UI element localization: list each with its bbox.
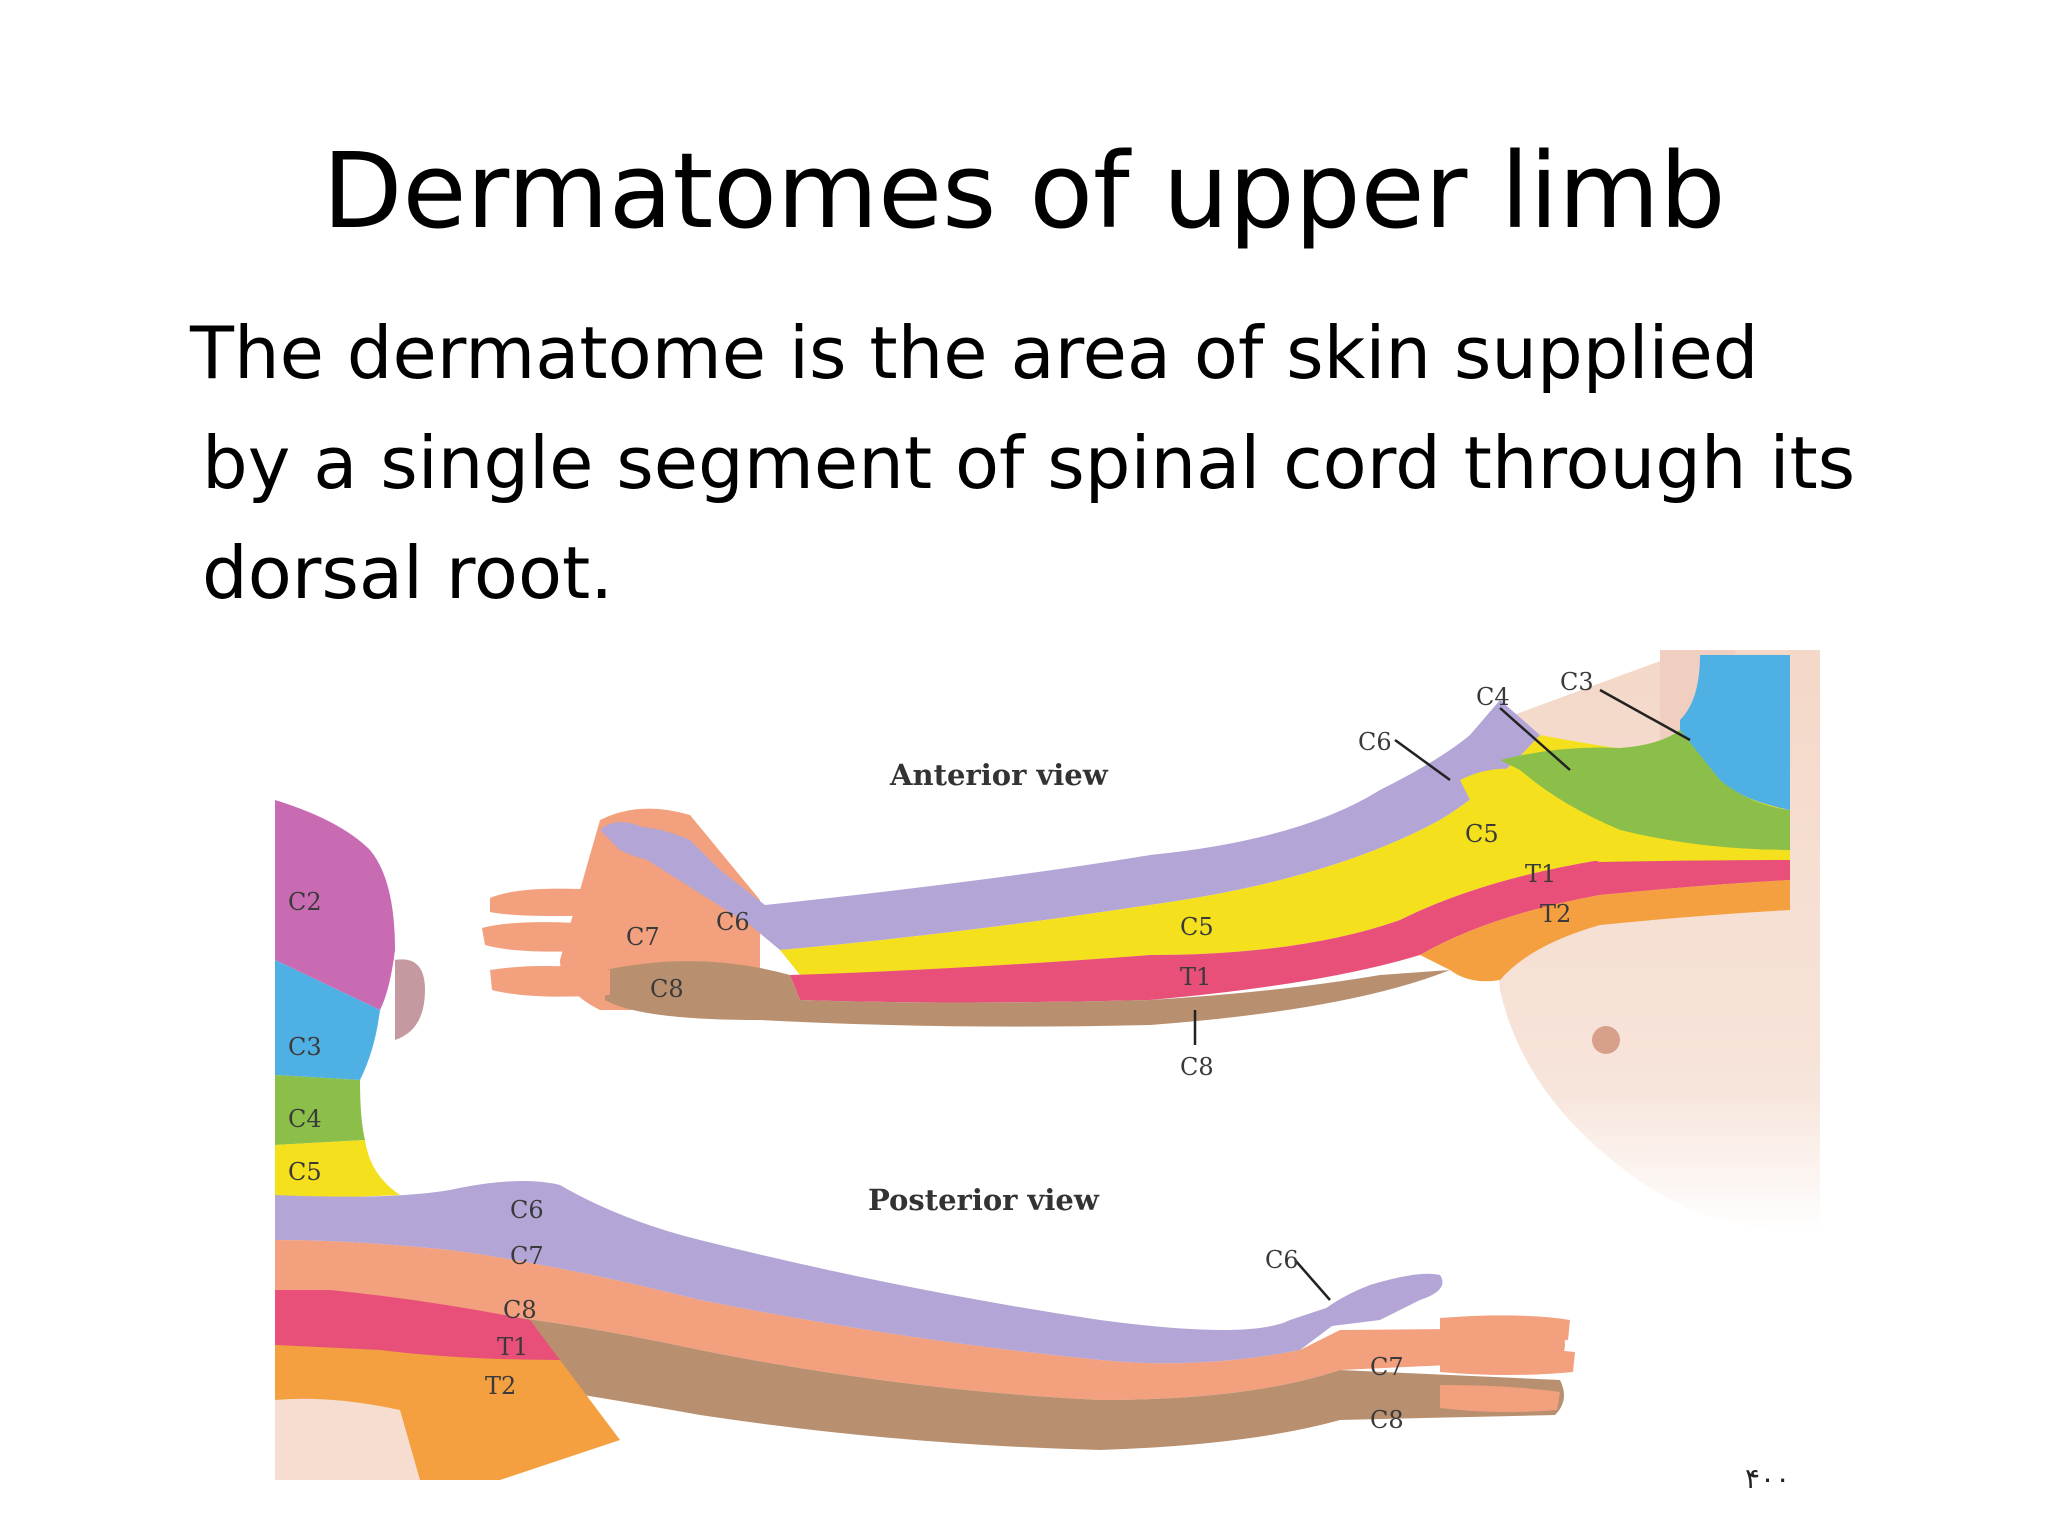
label-posterior-c6: C6 xyxy=(510,1196,544,1224)
label-head-c4: C4 xyxy=(288,1105,322,1133)
anterior-c6-band xyxy=(603,700,1540,950)
leader-lines xyxy=(1193,688,1691,1301)
posterior-labels: C6 C7 C8 T1 T2 C6 C7 C8 xyxy=(485,1196,1404,1434)
label-anterior-c5-arm: C5 xyxy=(1180,913,1214,941)
label-head-c2: C2 xyxy=(288,888,322,916)
label-anterior-c4: C4 xyxy=(1476,683,1510,711)
posterior-c7-band xyxy=(275,1240,1565,1400)
label-anterior-c7-hand: C7 xyxy=(626,923,660,951)
anterior-c5-shoulder xyxy=(1460,768,1790,862)
anterior-labels: C3 C4 C6 C5 T1 T2 C5 T1 C8 C6 C7 C8 xyxy=(626,668,1594,1081)
posterior-fingers xyxy=(1440,1315,1575,1413)
label-anterior-t1: T1 xyxy=(1525,860,1556,888)
anterior-t1-band xyxy=(790,850,1790,1003)
label-posterior-c8: C8 xyxy=(503,1296,537,1324)
figure-watermark: ۴۰۰ xyxy=(1745,1462,1790,1495)
label-anterior-t2: T2 xyxy=(1540,900,1571,928)
anterior-c8-band xyxy=(605,961,1450,1027)
label-anterior-c6-hand: C6 xyxy=(716,908,750,936)
anterior-t2-band xyxy=(1420,880,1790,982)
label-posterior-t1: T1 xyxy=(497,1333,528,1361)
anterior-c3-neck xyxy=(1680,655,1790,810)
definition-line-3: dorsal root. xyxy=(202,531,614,615)
label-head-c5: C5 xyxy=(288,1158,322,1186)
label-anterior-c6-shoulder: C6 xyxy=(1358,728,1392,756)
posterior-t1-band xyxy=(275,1290,560,1360)
label-anterior-c3: C3 xyxy=(1560,668,1594,696)
anterior-c4-neck xyxy=(1500,730,1790,850)
head-c5 xyxy=(275,1140,400,1200)
label-posterior-c7-hand: C7 xyxy=(1370,1353,1404,1381)
label-posterior-c6-hand: C6 xyxy=(1265,1246,1299,1274)
label-anterior-c8-arm: C8 xyxy=(1180,1053,1214,1081)
label-anterior-t1-arm: T1 xyxy=(1180,963,1211,991)
posterior-head xyxy=(275,800,425,1200)
definition-line-2: by a single segment of spinal cord throu… xyxy=(202,421,1856,505)
head-c4 xyxy=(275,1075,365,1145)
definition-line-1: The dermatome is the area of skin suppli… xyxy=(190,311,1759,395)
anterior-neck xyxy=(1460,655,1790,862)
label-posterior-c8-hand: C8 xyxy=(1370,1406,1404,1434)
posterior-c8-band xyxy=(275,1295,1564,1450)
anterior-hand xyxy=(560,808,760,1010)
anterior-view-title: Anterior view xyxy=(889,758,1109,792)
label-head-c3: C3 xyxy=(288,1033,322,1061)
label-anterior-c8-hand: C8 xyxy=(650,975,684,1003)
slide-title: Dermatomes of upper limb xyxy=(322,130,1726,252)
posterior-view-title: Posterior view xyxy=(868,1183,1100,1217)
label-anterior-c5-shoulder: C5 xyxy=(1465,820,1499,848)
definition-text: The dermatome is the area of skin suppli… xyxy=(190,298,1950,628)
label-posterior-t2: T2 xyxy=(485,1372,516,1400)
anterior-fingers xyxy=(482,888,610,997)
head-c2 xyxy=(275,800,395,1010)
label-posterior-c7: C7 xyxy=(510,1242,544,1270)
head-c3 xyxy=(275,960,380,1080)
posterior-c6-band xyxy=(275,1181,1380,1364)
head-labels: C2 C3 C4 C5 xyxy=(288,888,322,1186)
posterior-arm xyxy=(275,1181,1575,1480)
